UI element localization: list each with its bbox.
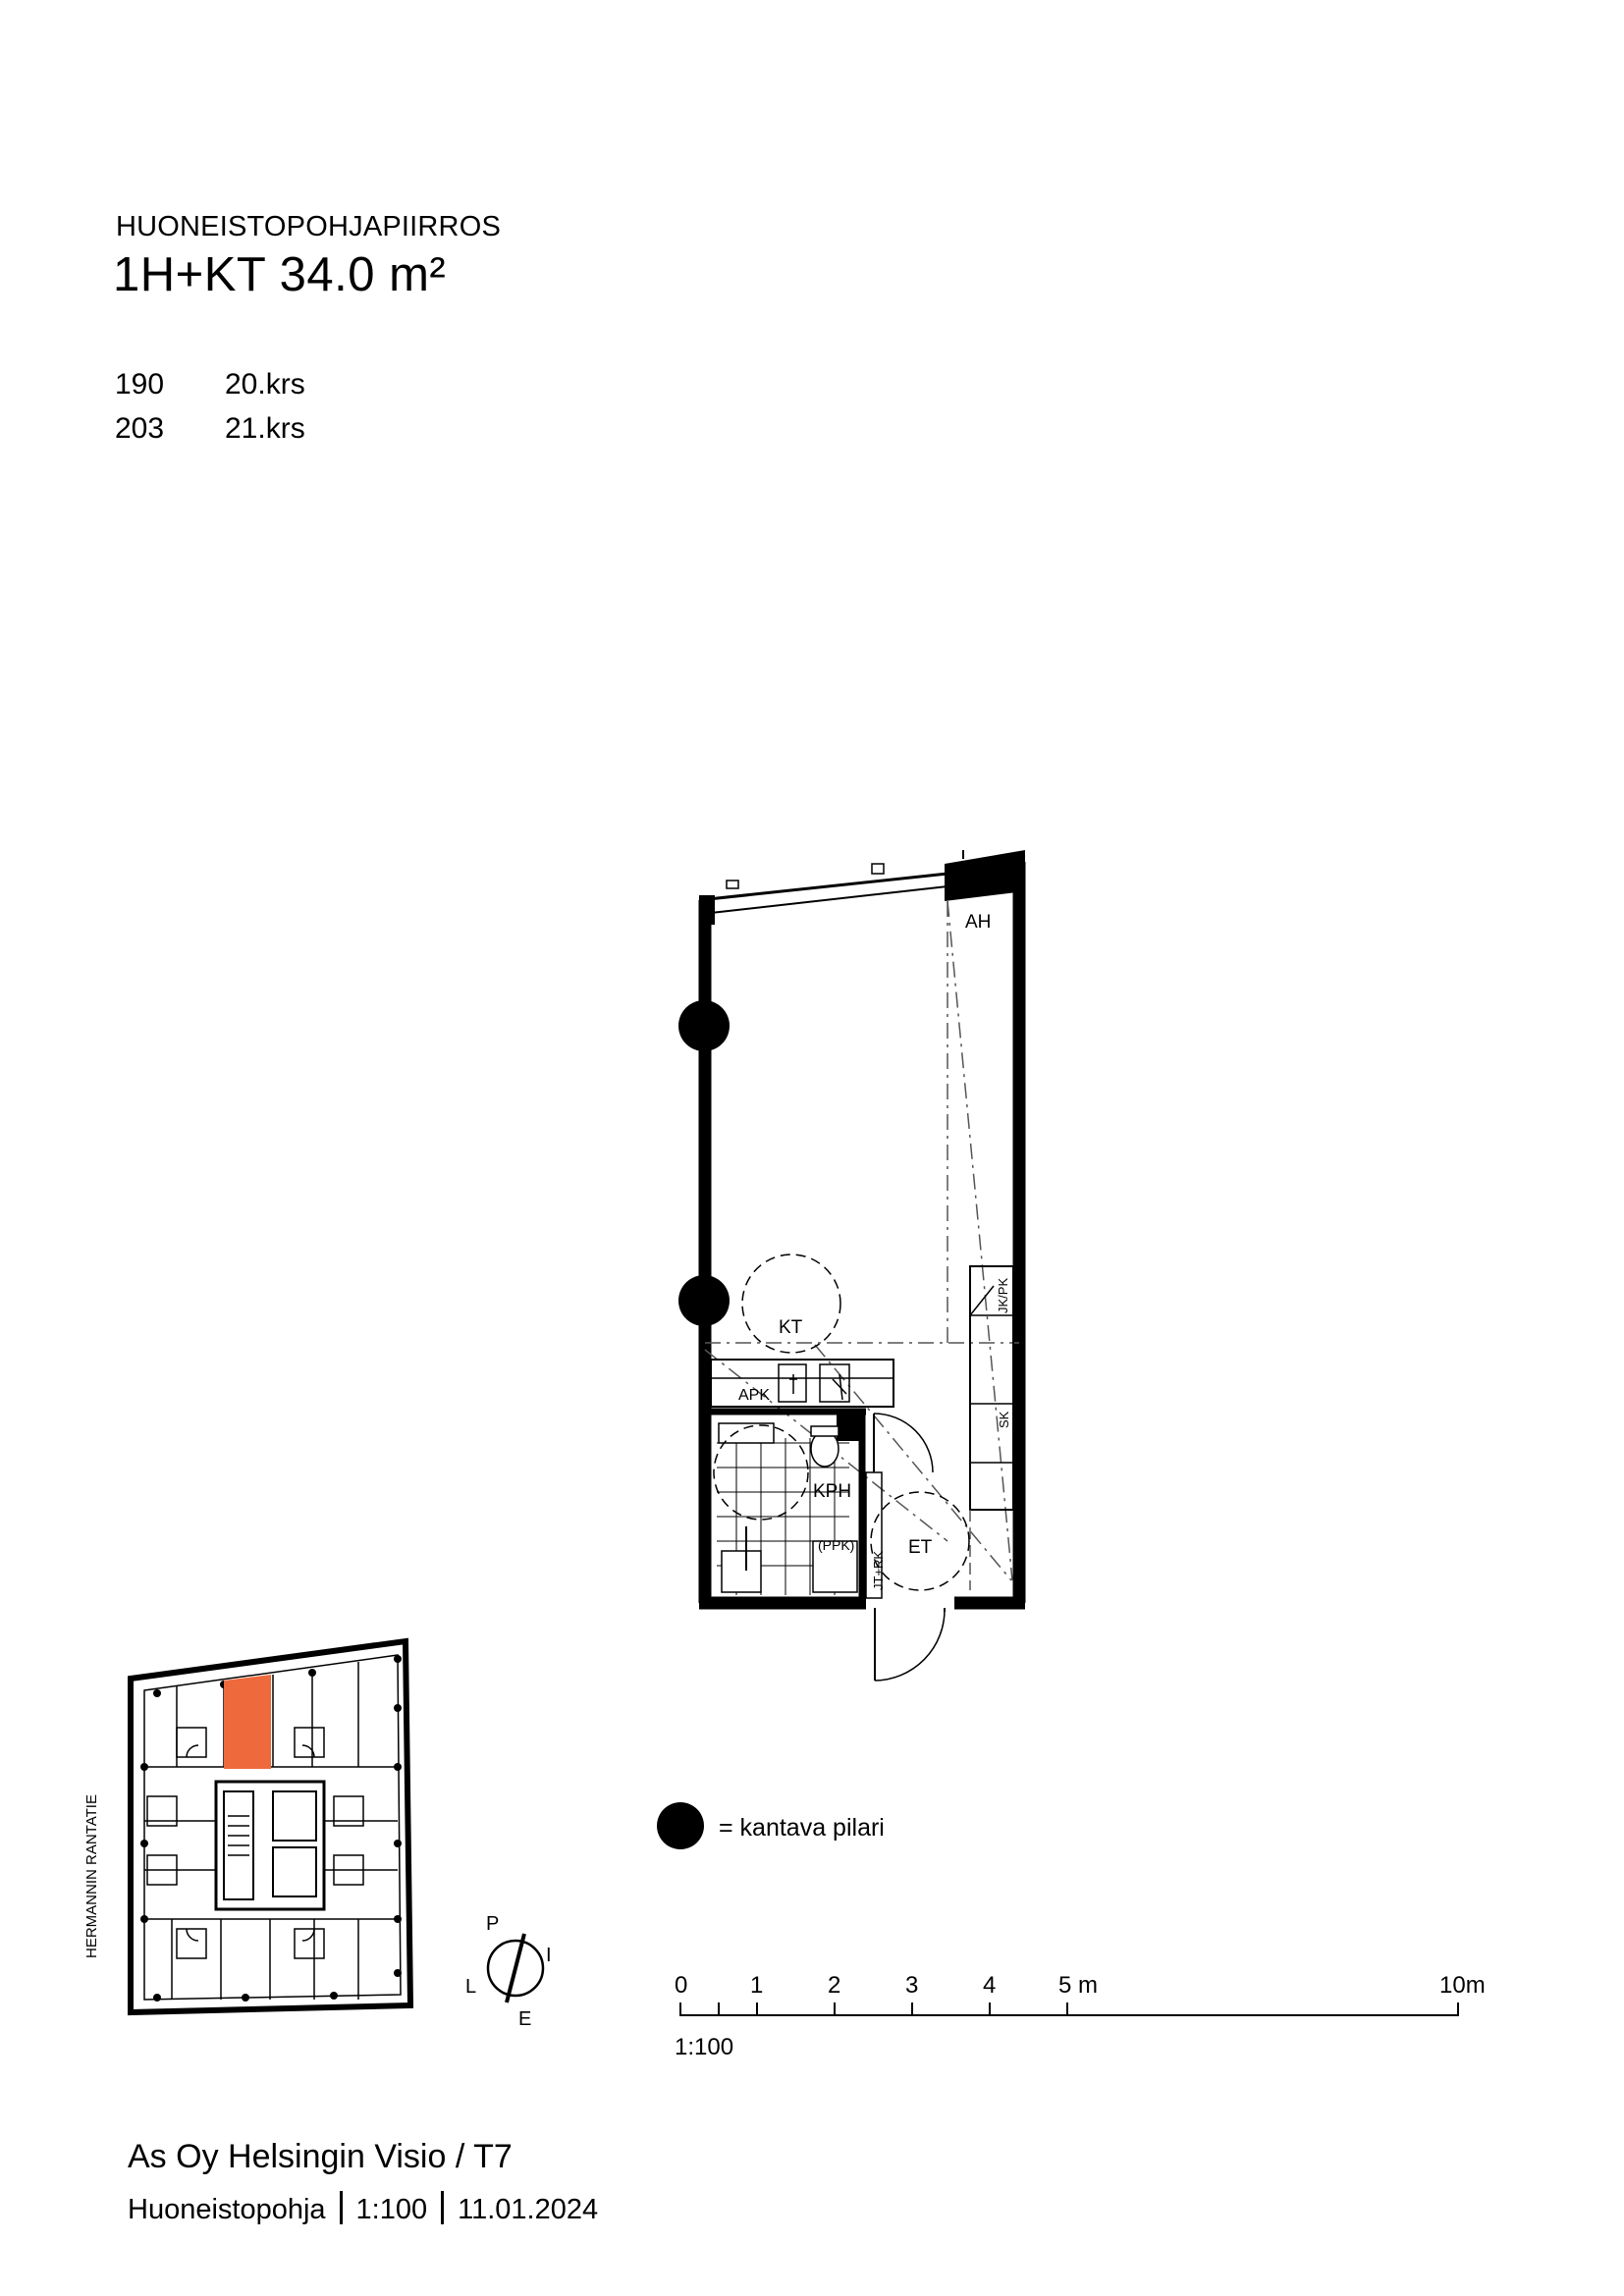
load-bearing-pillar	[678, 1275, 730, 1326]
separator	[339, 2191, 343, 2224]
window-hinge	[726, 880, 739, 889]
room-label-ppk: (PPK)	[818, 1537, 854, 1553]
compass-south: E	[518, 2008, 531, 2030]
scale-tick-label: 4	[983, 1972, 996, 1999]
apartment-floor: 21.krs	[225, 412, 305, 445]
project-name: As Oy Helsingin Visio / T7	[128, 2138, 513, 2175]
scale-ratio: 1:100	[675, 2034, 733, 2060]
apartment-number: 203	[115, 412, 165, 445]
room-label-jtrk: JT+RK	[871, 1551, 886, 1590]
compass: P I E L	[465, 1913, 552, 2030]
scale-tick-label: 3	[905, 1972, 918, 1999]
apartment-type-area: 1H+KT 34.0 m²	[113, 248, 447, 301]
scale-tick-label: 5 m	[1058, 1972, 1098, 1999]
room-label-ah: AH	[965, 912, 991, 933]
footer-info: Huoneistopohja 1:100 11.01.2024	[128, 2191, 598, 2226]
window-line	[698, 872, 948, 902]
scale-tick-label: 1	[750, 1972, 763, 1999]
room-label-jkpk: JK/PK	[996, 1278, 1010, 1313]
scale-tick-label: 0	[675, 1972, 687, 1999]
street-name: HERMANNIN RANTATIE	[83, 1794, 100, 1958]
window-line-inner	[710, 885, 948, 914]
corner-column	[945, 850, 1025, 901]
load-bearing-pillar	[678, 1000, 730, 1051]
separator	[441, 2191, 445, 2224]
room-label-sk: SK	[997, 1411, 1011, 1428]
legend-text: = kantava pilari	[719, 1814, 885, 1842]
apartment-row: 203 21.krs	[115, 412, 305, 446]
site-plan: HERMANNIN RANTATIE	[83, 1637, 414, 2016]
apartment-floor: 20.krs	[225, 368, 305, 400]
room-label-kph: KPH	[813, 1481, 851, 1502]
document-label: Huoneistopohja	[128, 2194, 326, 2225]
document-type-title: HUONEISTOPOHJAPIIRROS	[116, 211, 502, 242]
legend: = kantava pilari	[657, 1802, 885, 1849]
floor-plan: AH KT APK KPH ET JK/PK SK (PPK) JT+RK	[678, 850, 1026, 1682]
compass-west: L	[465, 1976, 476, 1998]
apartment-number: 190	[115, 368, 165, 400]
compass-north: P	[486, 1913, 499, 1935]
footer-date: 11.01.2024	[458, 2194, 599, 2225]
scale-bar: 0 1 2 3 4 5 m 10m 1:100	[675, 1972, 1486, 2060]
highlighted-apartment	[224, 1675, 271, 1769]
footer-scale: 1:100	[355, 2194, 428, 2225]
room-label-et: ET	[908, 1537, 933, 1558]
scale-tick-label: 10m	[1439, 1972, 1486, 1999]
window-jamb	[699, 895, 715, 925]
scale-tick-label: 2	[828, 1972, 840, 1999]
window-hinge	[871, 863, 885, 875]
legend-pillar-symbol	[657, 1802, 704, 1849]
room-label-apk: APK	[738, 1387, 770, 1404]
compass-east: I	[546, 1945, 552, 1966]
room-label-kt: KT	[779, 1317, 803, 1338]
apartment-row: 190 20.krs	[115, 368, 305, 401]
